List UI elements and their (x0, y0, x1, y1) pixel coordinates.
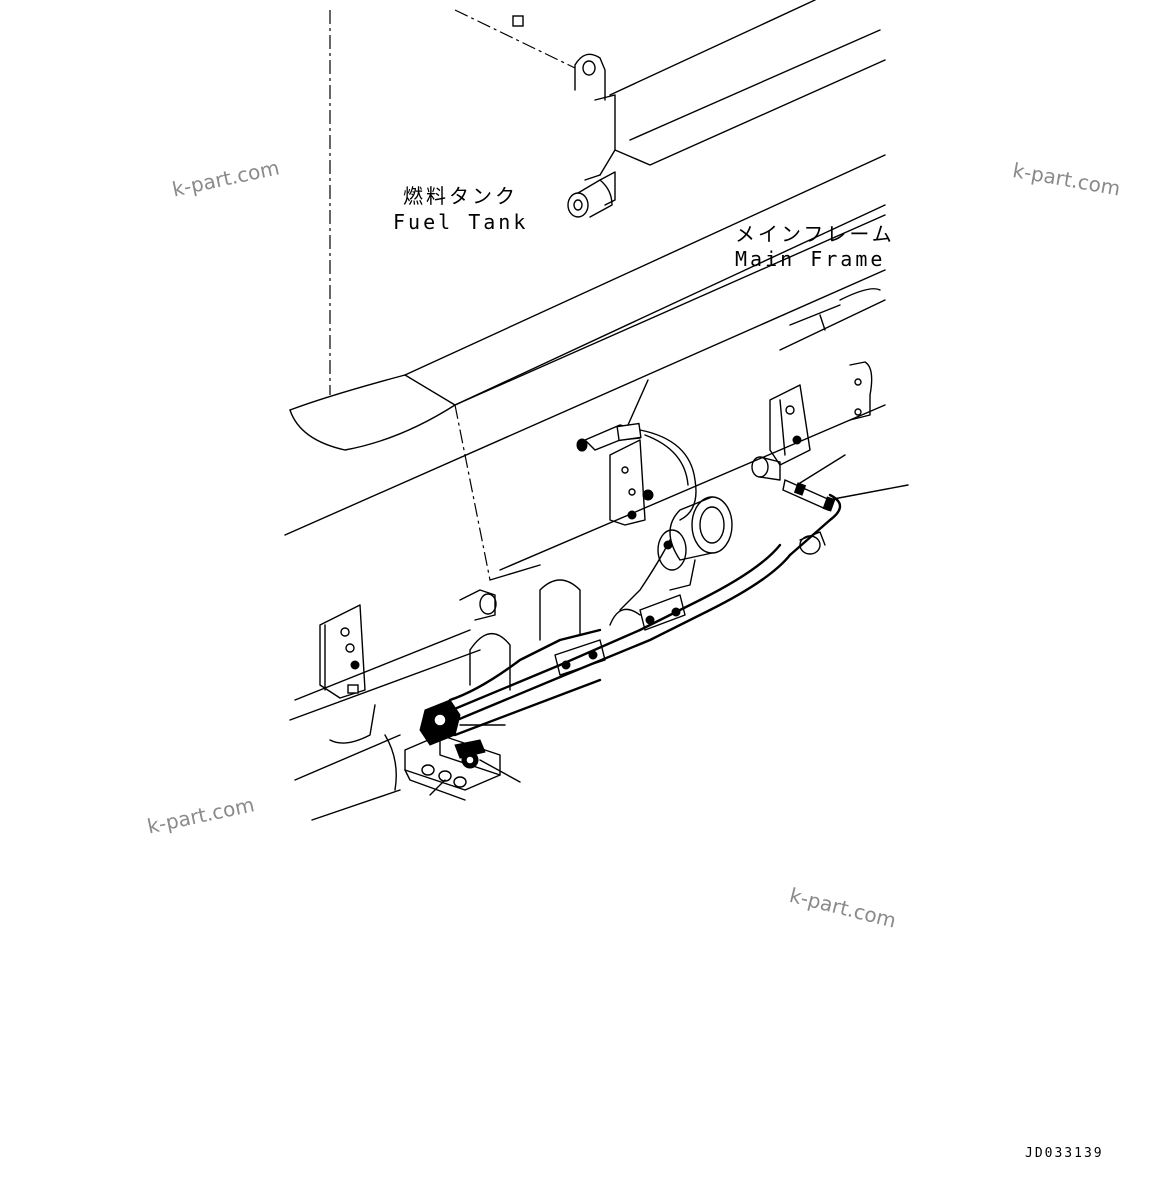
right-hose-fittings (751, 456, 836, 555)
elbow-hose (576, 422, 642, 452)
bracket-right (769, 361, 873, 466)
pipe-clamps (459, 579, 686, 691)
main-frame-label-jp: メインフレーム (735, 222, 895, 246)
valve-block (404, 699, 501, 801)
fuel-tank-outline (289, 0, 886, 581)
main-frame-outline (284, 214, 886, 821)
lifting-eye (512, 15, 606, 101)
swivel-joint (657, 496, 733, 591)
main-frame-label-en: Main Frame (735, 247, 886, 271)
hose-lines (438, 429, 842, 737)
bracket-center (609, 439, 654, 526)
bracket-left (319, 604, 366, 699)
fuel-tank-label-jp: 燃料タンク (403, 184, 518, 208)
fuel-tank-label-en: Fuel Tank (393, 210, 529, 234)
leader-lines (429, 379, 909, 796)
drawing-code: JD033139 (1025, 1146, 1104, 1161)
fuel-nozzle (567, 171, 616, 218)
